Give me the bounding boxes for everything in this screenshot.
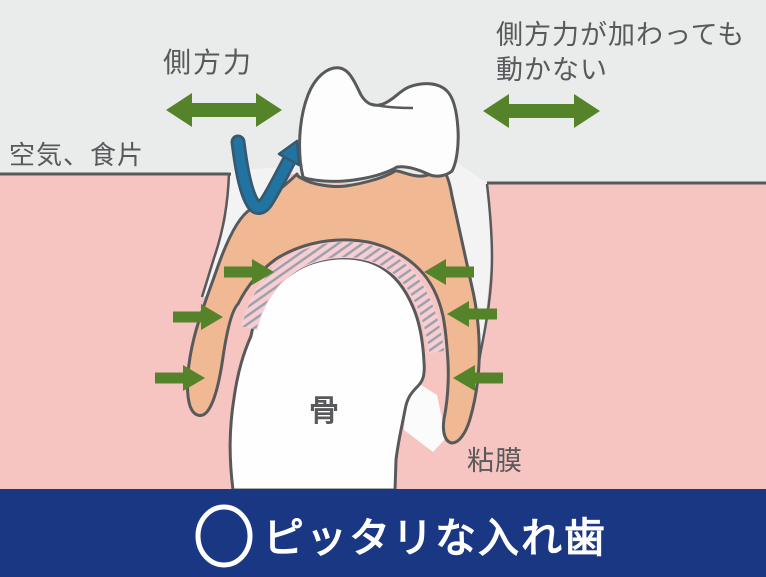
pressure-arrow-right-3: [453, 365, 503, 391]
pressure-arrow-right-2: [447, 301, 497, 327]
bone-side-gap: [404, 380, 446, 452]
label-no-movement-line1: 側方力が加わっても: [496, 20, 745, 50]
tooth-crown-shape: [298, 66, 460, 183]
label-bone: 骨: [309, 395, 339, 428]
label-lateral-force: 側方力: [163, 47, 253, 78]
pressure-arrow-left-3: [155, 365, 205, 391]
pressure-arrow-right-1: [424, 259, 474, 285]
escape-arrow-blue: [230, 134, 301, 215]
mucosa-hatch-pattern: [241, 242, 445, 354]
lateral-force-arrow-left: [166, 93, 282, 127]
label-air-food: 空気、食片: [9, 140, 144, 170]
caption-banner: ピッタリな入れ歯: [0, 489, 766, 577]
circle-good-mark-icon: [195, 504, 253, 568]
tooth-fissure-line: [370, 102, 414, 110]
label-mucosa: 粘膜: [467, 446, 523, 476]
gum-gap-edge-left: [200, 172, 231, 298]
label-no-movement-line2: 動かない: [496, 55, 608, 85]
denture-base-shape: [185, 167, 481, 445]
lateral-force-arrow-right: [483, 94, 600, 128]
escape-arrow-head: [277, 139, 301, 167]
pressure-arrow-left-1: [224, 259, 274, 285]
caption-text: ピッタリな入れ歯: [263, 515, 607, 561]
pressure-arrow-left-2: [173, 304, 223, 330]
